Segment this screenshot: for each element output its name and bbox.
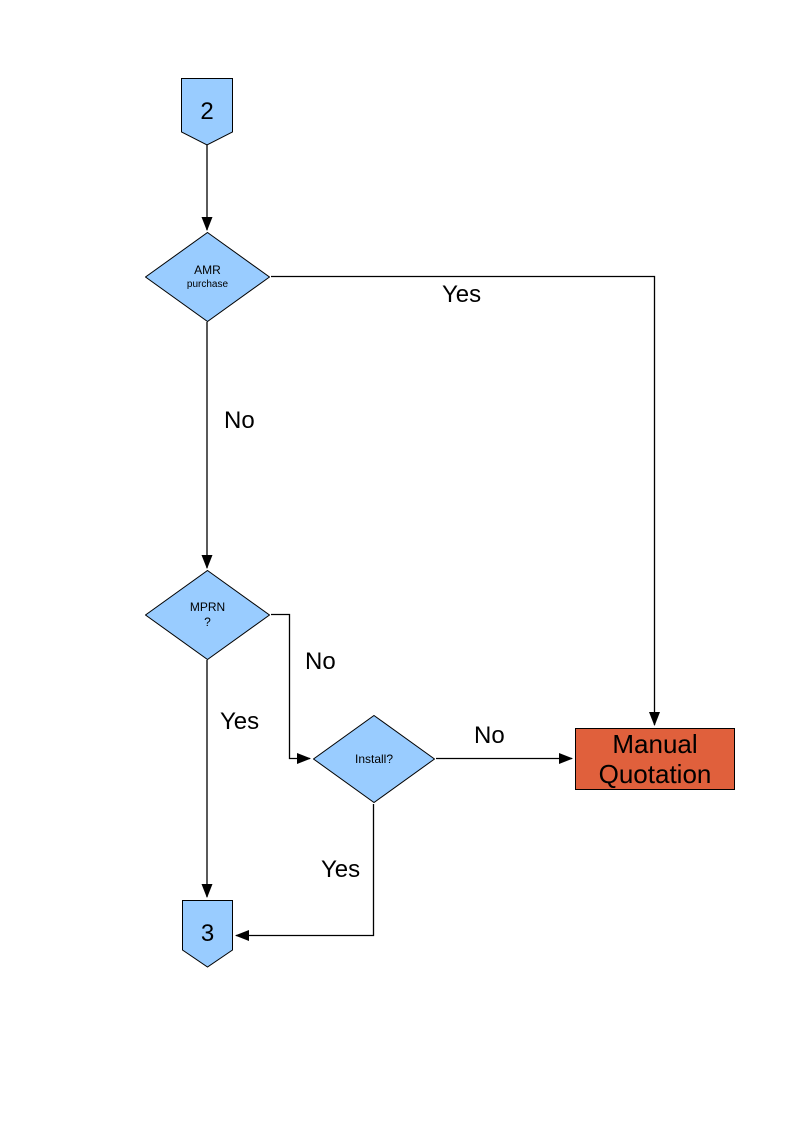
edge-label-install-yes: Yes (321, 856, 361, 883)
edge-label-mprn-yes: Yes (220, 708, 260, 735)
install-label: Install? (354, 751, 394, 766)
amr-label-line1: AMR (194, 263, 221, 277)
amr-diamond-shape (145, 232, 270, 322)
edge-label-mprn-no: No (305, 648, 336, 675)
amr-label-line2: purchase (186, 279, 229, 290)
edge-mprn-no-to-install (271, 613, 311, 764)
manual-quotation-line2: Quotation (598, 759, 712, 789)
node-connector-3: 3 (182, 900, 233, 968)
connector-3-shape (182, 900, 233, 968)
edge-label-amr-yes: Yes (442, 281, 482, 308)
node-process-manual-quotation: Manual Quotation (575, 728, 735, 790)
connector-2-label: 2 (200, 98, 214, 125)
node-decision-install: Install? (313, 715, 435, 803)
mprn-label-line1: MPRN (189, 600, 226, 614)
node-decision-amr-purchase: AMR purchase (145, 232, 270, 322)
node-connector-2: 2 (181, 78, 233, 146)
mprn-diamond-shape (145, 570, 270, 660)
edge-install-yes-to-connector3 (235, 804, 375, 941)
connector-2-shape (181, 78, 233, 146)
edge-amr-yes-to-manual (271, 275, 660, 726)
amr-label: AMR purchase (145, 232, 270, 322)
mprn-label-line2: ? (204, 615, 211, 629)
manual-quotation-line1: Manual (612, 729, 698, 759)
manual-quotation-label: Manual Quotation (575, 728, 735, 790)
edge-label-install-no: No (474, 722, 505, 749)
mprn-label: MPRN ? (145, 570, 270, 660)
edge-label-amr-no: No (224, 407, 255, 434)
node-decision-mprn: MPRN ? (145, 570, 270, 660)
manual-quotation-shape (575, 728, 735, 790)
install-diamond-shape (313, 715, 435, 803)
connector-3-label: 3 (200, 920, 215, 947)
